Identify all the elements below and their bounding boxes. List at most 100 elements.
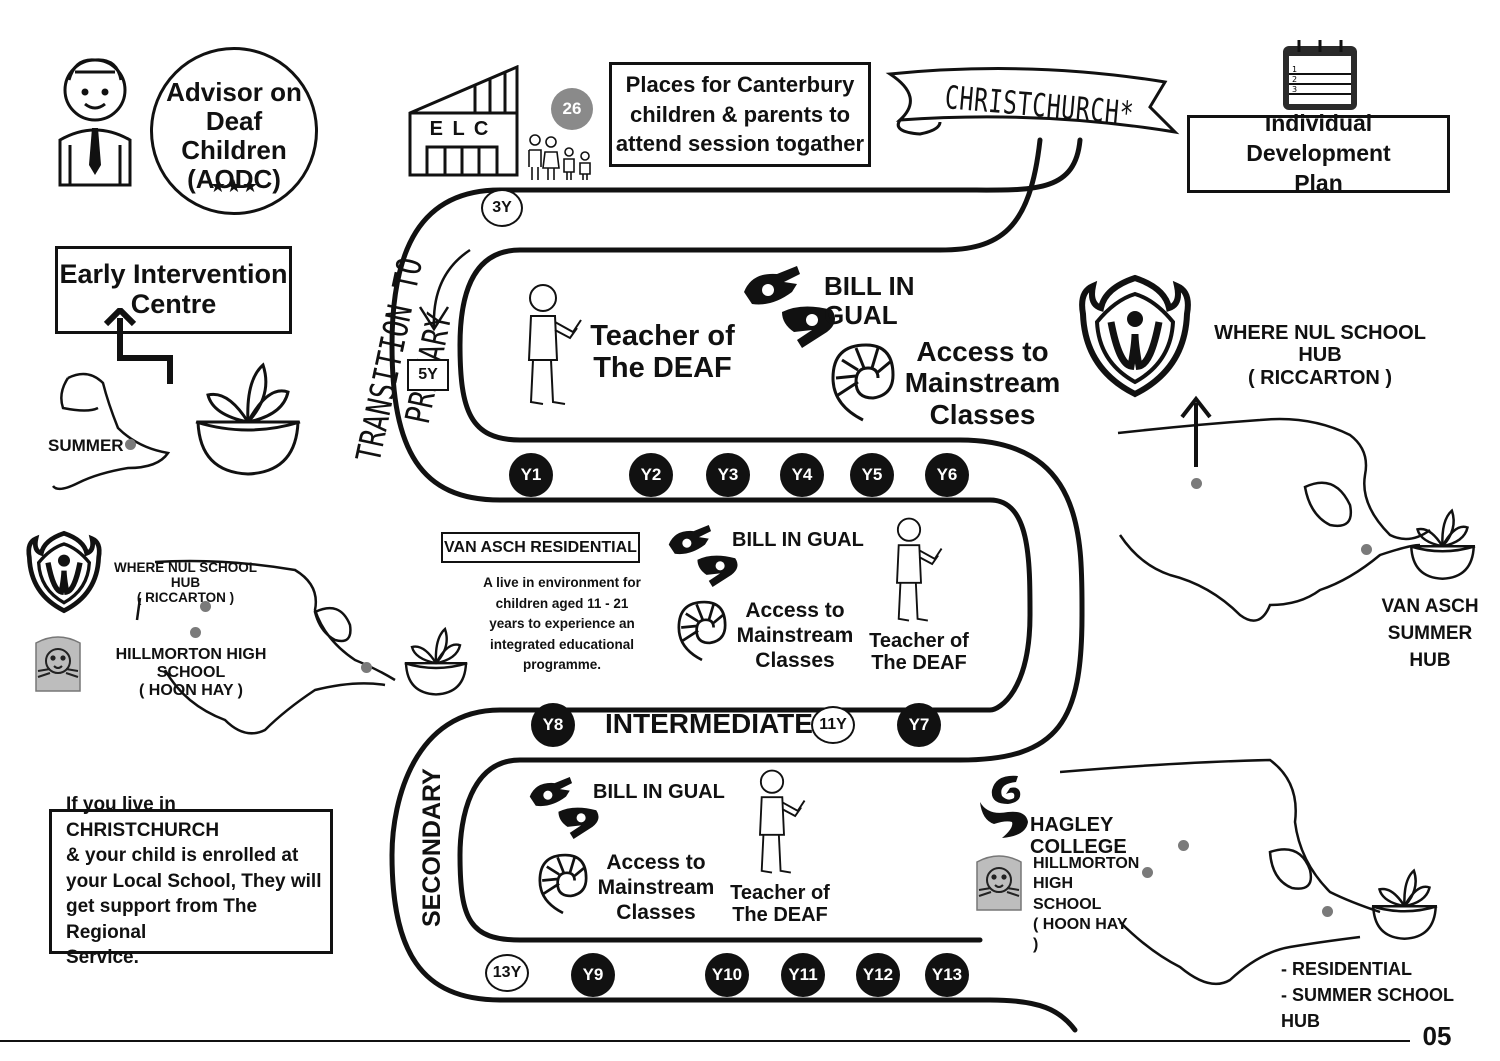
calendar-icon: 1 2 3 (1283, 40, 1357, 110)
lion-logo-left (35, 636, 81, 692)
aodc-title: Advisor on Deaf Children (AODC) (150, 77, 318, 195)
primary-access-line2: Mainstream (904, 367, 1061, 399)
bottom-hillmorton-label: HILLMORTON HIGH SCHOOL ( HOON HAY ) (1033, 854, 1140, 956)
van-asch-summer-line1: VAN ASCH (1381, 596, 1479, 617)
year-marker-y11: Y11 (781, 953, 825, 997)
year-marker-y9: Y9 (571, 953, 615, 997)
left-hub-line1: WHERE NUL SCHOOL HUB (113, 560, 257, 591)
teacher-icon-primary (527, 284, 582, 405)
year-marker-y10: Y10 (705, 953, 749, 997)
lion-logo-bottom (976, 855, 1022, 911)
van-asch-description: A live in environment for children aged … (470, 573, 654, 676)
age-3y-marker: 3Y (481, 189, 523, 227)
van-asch-dot (1361, 544, 1372, 555)
right-hub-line2: ( RICCARTON ) (1247, 366, 1393, 389)
sign-hands-icon-intermediate (668, 525, 738, 587)
year-y1: Y1 (520, 465, 542, 484)
elc-label: E L C (429, 118, 491, 140)
residential-label: - RESIDENTIAL - SUMMER SCHOOL HUB (1281, 956, 1491, 1034)
places-box: Places for Canterbury children & parents… (609, 62, 871, 167)
year-y12: Y12 (862, 965, 894, 984)
secondary-access-line1: Access to (606, 851, 706, 874)
eic-line2: Centre (130, 289, 217, 319)
secondary-label: SECONDARY (418, 768, 446, 927)
note-line3: your Local School, They will (66, 870, 322, 892)
year-y7: Y7 (908, 715, 930, 734)
year-y11: Y11 (788, 965, 818, 984)
sign-hands-icon-secondary (529, 777, 599, 839)
intermediate-label: INTERMEDIATE (605, 708, 813, 739)
age-11y-marker: 11Y (811, 706, 855, 744)
shell-icon-intermediate (677, 600, 727, 662)
year-marker-y2: Y2 (629, 453, 673, 497)
age-5y: 5Y (418, 366, 438, 383)
primary-access-title: Access to Mainstream Classes (900, 336, 1065, 430)
year-y9: Y9 (582, 965, 604, 984)
christchurch-banner (885, 67, 1180, 136)
left-hillmorton-label: HILLMORTON HIGH SCHOOL ( HOON HAY ) (92, 646, 290, 700)
age-5y-marker: 5Y (407, 359, 449, 391)
secondary-access-title: Access to Mainstream Classes (592, 850, 720, 926)
left-hillmorton-line2: ( HOON HAY ) (138, 681, 243, 699)
secondary-access-line3: Classes (616, 901, 696, 925)
idp-line2: Plan (1294, 169, 1343, 196)
age-11y: 11Y (819, 716, 847, 733)
year-marker-y6: Y6 (925, 453, 969, 497)
svg-text:3: 3 (1292, 85, 1297, 94)
plant-pot-icon-left (404, 626, 468, 696)
sign-hands-icon (744, 266, 836, 348)
summer-map-outline (51, 372, 171, 491)
secondary-teacher-title: Teacher of The DEAF (724, 882, 836, 927)
svg-text:2: 2 (1292, 75, 1297, 84)
aodc-stars: ★★★ (209, 176, 259, 196)
primary-teacher-line2: The DEAF (593, 352, 732, 385)
family-icon (528, 134, 591, 180)
note-line1: If you live in CHRISTCHURCH (66, 794, 220, 841)
aodc-line3: (AODC) (187, 164, 281, 195)
van-asch-summer-line3: HUB (1409, 649, 1451, 671)
secondary-access-line2: Mainstream (597, 876, 715, 900)
primary-access-line1: Access to (916, 336, 1049, 367)
svg-text:1: 1 (1292, 65, 1297, 74)
summer-dot (125, 439, 136, 450)
van-asch-summer-hub-label: VAN ASCH SUMMER HUB (1370, 594, 1490, 675)
primary-teacher-line1: Teacher of (590, 320, 735, 352)
teacher-icon-intermediate (896, 517, 943, 622)
intermediate-teacher-title: Teacher of The DEAF (863, 630, 975, 675)
van-asch-desc-line3: years to experience an (489, 616, 635, 632)
year-y6: Y6 (936, 465, 958, 484)
intermediate-bilingual-label: BILL IN GUAL (732, 529, 864, 551)
footer-rule (0, 1040, 1410, 1042)
secondary-teacher-line1: Teacher of (730, 882, 830, 904)
van-asch-desc-line2: children aged 11 - 21 (495, 595, 629, 611)
residential-line2: - SUMMER SCHOOL HUB (1281, 985, 1454, 1032)
van-asch-summer-line2: SUMMER (1387, 622, 1473, 644)
hagley-logo-icon (980, 775, 1028, 838)
plant-pot-icon-right (1409, 508, 1476, 581)
van-asch-desc-line5: programme. (522, 657, 602, 673)
aodc-circle (150, 47, 318, 215)
year-marker-y3: Y3 (706, 453, 750, 497)
bottom-hillmorton-line1: HILLMORTON (1033, 855, 1140, 872)
left-hub-dot (200, 601, 211, 612)
curved-arrow-icon (418, 248, 471, 332)
year-y13: Y13 (931, 965, 963, 984)
note-line2: & your child is enrolled at (66, 845, 299, 867)
bottom-hillmorton-line3: ( HOON HAY ) (1033, 915, 1128, 954)
year-marker-y7: Y7 (897, 703, 941, 747)
plant-pot-icon (195, 362, 301, 476)
left-residential-dot (361, 662, 372, 673)
bottom-hillmorton-dot (1142, 867, 1153, 878)
van-asch-desc-line1: A live in environment for (483, 575, 641, 590)
year-y2: Y2 (640, 465, 662, 484)
note-line5: Service. (66, 947, 139, 969)
aodc-line2: Deaf Children (181, 106, 287, 166)
places-line1: Places for Canterbury (625, 71, 855, 97)
age-13y-marker: 13Y (485, 954, 529, 992)
man-icon (58, 58, 132, 187)
year-marker-y1: Y1 (509, 453, 553, 497)
year-y4: Y4 (791, 465, 813, 484)
up-arrow-icon (103, 308, 173, 384)
bottom-map-outline (1060, 758, 1381, 986)
teacher-icon-secondary (759, 769, 806, 874)
